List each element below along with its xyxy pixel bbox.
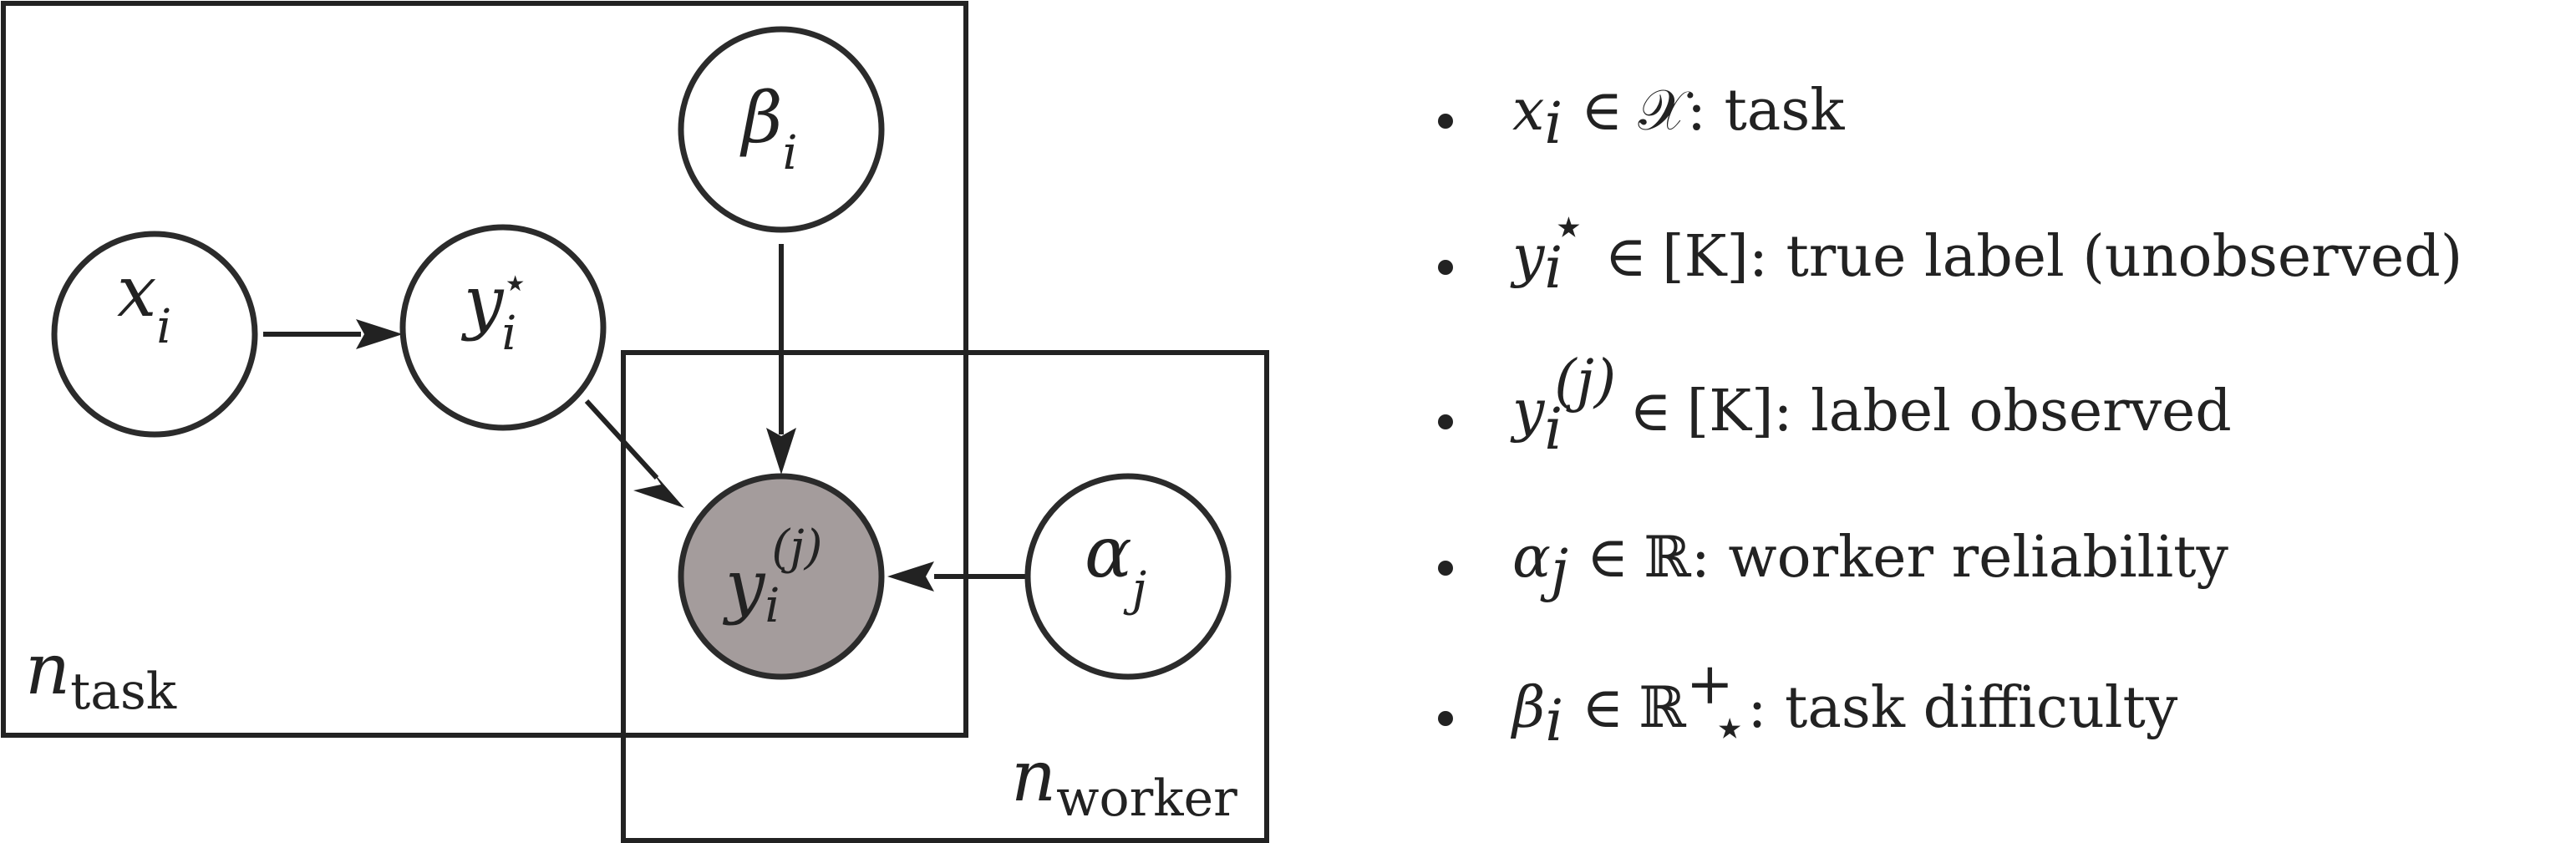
worker-plate-label: nworker — [1011, 735, 1237, 828]
worker-plate — [621, 350, 1269, 843]
node-alpha-label: αj — [1085, 511, 1146, 617]
node-yij: yi(j) — [678, 473, 885, 680]
legend-item: yi(j)∈[K]: label observed — [1438, 348, 2232, 463]
edge-x-to-ystar-arrowhead — [356, 319, 403, 349]
legend-item-text: βi∈ℝ+⋆: task difficulty — [1510, 652, 2178, 761]
legend-item: αj∈ℝ: worker reliability — [1438, 525, 2229, 604]
node-beta: βi — [678, 26, 885, 233]
task-plate-sub: task — [70, 663, 177, 721]
edge-beta-to-yij-arrowhead — [766, 428, 796, 475]
legend-item-text: αj∈ℝ: worker reliability — [1512, 525, 2229, 604]
node-beta-label: βi — [739, 77, 797, 180]
legend: xi∈𝒳: task yi⋆∈[K]: true label (unobserv… — [1438, 78, 2462, 761]
edge-alpha-to-yij-arrowhead — [887, 561, 934, 592]
task-plate — [1, 1, 968, 738]
edges — [263, 244, 1026, 592]
node-x-circle — [51, 231, 258, 438]
edge-ystar-to-yij — [584, 399, 659, 480]
legend-item-text: yi⋆∈[K]: true label (unobserved) — [1510, 194, 2462, 302]
legend-bullet — [1438, 711, 1453, 726]
edge-ystar-to-yij-arrowhead — [633, 470, 684, 508]
task-plate-var: n — [25, 628, 70, 710]
node-yij-label: yi(j) — [722, 521, 822, 633]
legend-bullet — [1438, 414, 1453, 429]
legend-item-text: xi∈𝒳: task — [1512, 78, 1845, 157]
worker-plate-sub: worker — [1056, 769, 1237, 828]
legend-item: xi∈𝒳: task — [1438, 78, 1845, 157]
worker-plate-var: n — [1011, 735, 1056, 817]
legend-item: βi∈ℝ+⋆: task difficulty — [1438, 652, 2178, 761]
node-alpha-circle — [1024, 473, 1232, 680]
node-ystar-circle — [399, 224, 607, 431]
task-plate-label: ntask — [25, 628, 177, 721]
node-ystar: yi⋆ — [399, 224, 607, 431]
node-yij-circle — [678, 473, 885, 680]
legend-item: yi⋆∈[K]: true label (unobserved) — [1438, 194, 2462, 302]
node-x: xi — [51, 231, 258, 438]
legend-bullet — [1438, 114, 1453, 129]
node-ystar-label: yi⋆ — [460, 258, 529, 361]
node-x-label: xi — [117, 251, 171, 354]
legend-bullet — [1438, 561, 1453, 576]
legend-bullet — [1438, 260, 1453, 275]
legend-item-text: yi(j)∈[K]: label observed — [1510, 348, 2232, 463]
node-beta-circle — [678, 26, 885, 233]
node-alpha: αj — [1024, 473, 1232, 680]
